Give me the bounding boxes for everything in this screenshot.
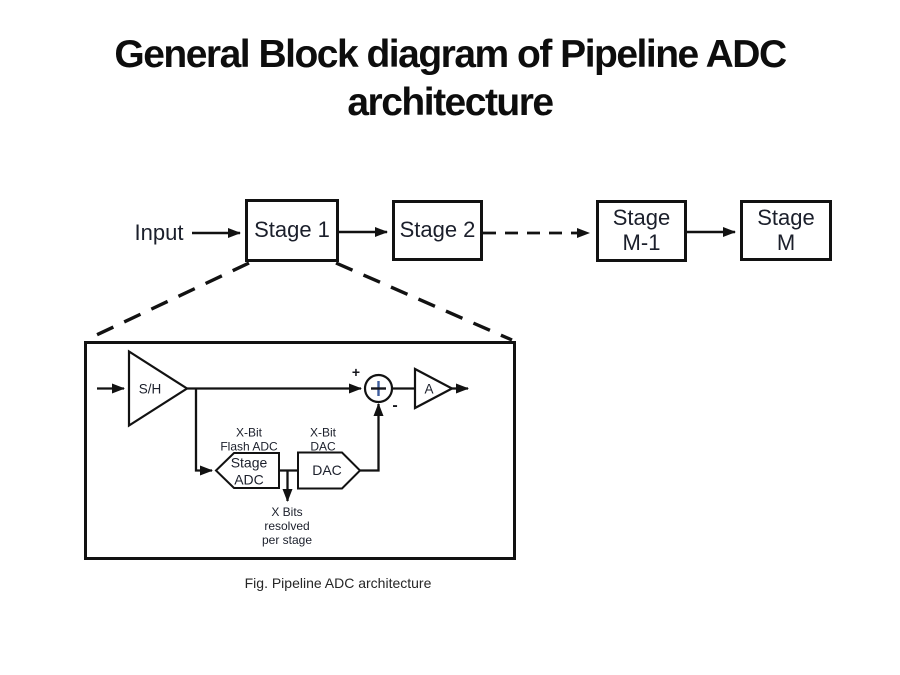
page-title-line1: General Block diagram of Pipeline ADC: [114, 33, 787, 76]
amp-triangle: [413, 367, 455, 410]
bits-resolved-note: X Bits resolved per stage: [262, 505, 312, 547]
dac-caption: X-Bit DAC: [309, 425, 337, 454]
summer-plus-sign: +: [351, 364, 361, 380]
stage-adc-label: Stage ADC: [231, 455, 268, 488]
stage-m-label-line1: Stage: [757, 204, 815, 230]
flash-adc-caption-line1: X-Bit: [235, 425, 263, 440]
stage-detail-box: [84, 341, 516, 560]
amplifier-label: A: [424, 381, 434, 397]
dac-caption-line2: DAC: [310, 439, 336, 453]
stage-m1-label-line1: Stage: [612, 205, 671, 231]
callout-line-left: [87, 261, 250, 341]
stage-m1-box: Stage M-1: [596, 200, 687, 262]
stage-m1-label-line2: M-1: [622, 230, 661, 255]
stage-2-box: Stage 2: [392, 200, 483, 261]
flash-adc-caption-line2: Flash ADC: [220, 439, 278, 453]
callout-line-right: [335, 261, 513, 342]
input-label: Input: [134, 220, 184, 245]
dac-caption-line1: X-Bit: [309, 425, 337, 440]
bits-note-line3: per stage: [261, 533, 313, 547]
page-title: General Block diagram of Pipeline ADC ar…: [0, 31, 900, 126]
figure-caption: Fig. Pipeline ADC architecture: [244, 575, 432, 591]
flash-adc-caption: X-Bit Flash ADC: [220, 425, 278, 454]
stage-m-label-line2: M: [776, 229, 796, 255]
stage-adc-label-line2: ADC: [234, 471, 264, 487]
adc-branch-line: [194, 388, 213, 476]
dac-pentagon: [297, 451, 362, 490]
summer-minus-sign: -: [392, 397, 398, 414]
bits-note-line1: X Bits: [271, 505, 303, 519]
stage-2-label: Stage 2: [399, 217, 476, 243]
bits-note-line2: resolved: [264, 519, 310, 533]
stage-1-label: Stage 1: [254, 217, 330, 243]
page-title-line2: architecture: [347, 80, 554, 124]
dac-block-label: DAC: [312, 462, 342, 478]
dac-feedback-arrow: [360, 403, 384, 472]
sh-triangle: [127, 349, 190, 428]
stage-1-box: Stage 1: [245, 199, 339, 262]
stage-adc-label-line1: Stage: [230, 454, 268, 471]
stage-m-box: Stage M: [740, 200, 832, 261]
sample-hold-label: S/H: [138, 381, 162, 397]
